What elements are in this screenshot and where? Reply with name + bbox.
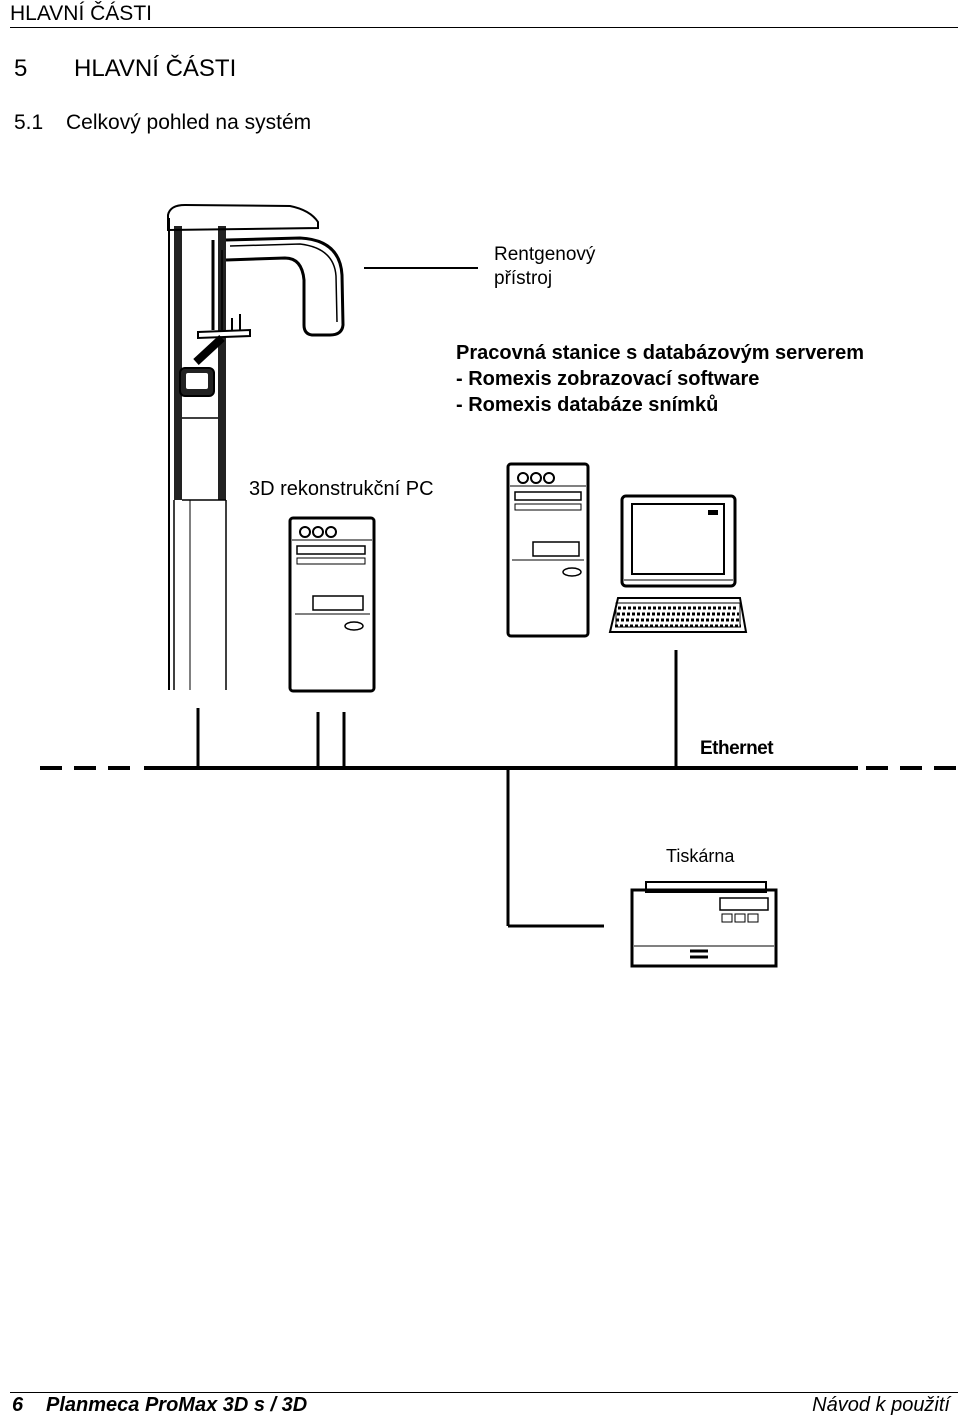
ethernet-label: Ethernet [700,738,774,759]
section-title: 5 HLAVNÍ ČÁSTI [14,55,236,83]
workstation-label-line1: Pracovná stanice s databázovým serverem [456,342,864,364]
xray-device-label-line1: Rentgenový [494,244,596,265]
workstation-label-line3: - Romexis databáze snímků [456,394,719,416]
recon-pc-tower-illustration [288,516,376,693]
xray-device-label: Rentgenový přístroj [494,243,595,291]
footer-rule [10,1392,958,1393]
workstation-label: Pracovná stanice s databázovým serverem … [456,340,864,418]
running-header: HLAVNÍ ČÁSTI [10,2,152,25]
page-number: 6 [12,1394,24,1416]
subsection-title-text: Celkový pohled na systém [66,111,312,134]
footer-left: 6 Planmeca ProMax 3D s / 3D [12,1394,307,1417]
monitor-illustration [620,494,737,588]
subsection-title: 5.1 Celkový pohled na systém [14,111,311,135]
section-number: 5 [14,55,28,82]
printer-label: Tiskárna [666,846,735,866]
footer-product: Planmeca ProMax 3D s / 3D [46,1394,308,1416]
recon-pc-label: 3D rekonstrukční PC [249,478,434,500]
keyboard-illustration [608,597,748,633]
system-overview-diagram [40,203,956,968]
footer-doc-title: Návod k použití [812,1394,950,1416]
printer-illustration [630,881,778,968]
xray-unit-illustration [167,203,345,690]
xray-device-label-line2: přístroj [494,268,553,289]
section-title-text: HLAVNÍ ČÁSTI [74,55,237,82]
header-rule [10,27,958,28]
workstation-label-line2: - Romexis zobrazovací software [456,368,760,390]
network-lines [40,650,956,928]
workstation-tower-illustration [506,462,590,638]
subsection-number: 5.1 [14,111,44,134]
